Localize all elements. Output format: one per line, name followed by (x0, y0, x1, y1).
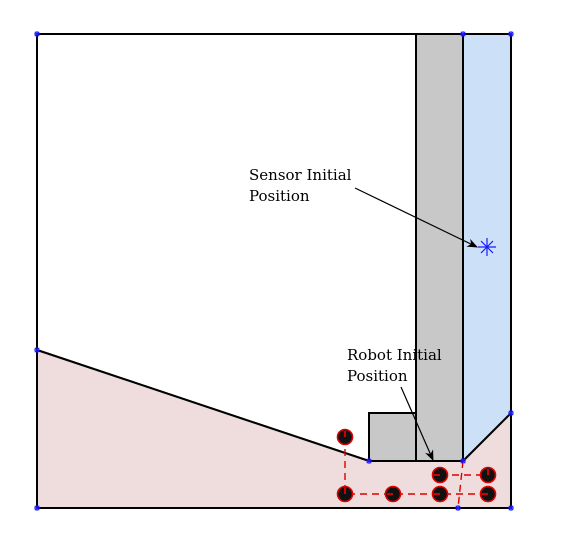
vertex-marker-icon (508, 410, 514, 416)
robot-node (479, 485, 497, 503)
vertex-marker-icon (460, 458, 466, 464)
vertex-marker-icon (34, 505, 40, 511)
robot-node (431, 466, 449, 484)
robot-annotation-arrow (400, 386, 434, 461)
robot-node (479, 466, 497, 484)
robot-annotation-line2: Position (347, 367, 408, 385)
vertex-marker-icon (34, 347, 40, 353)
robot-node (336, 428, 354, 446)
sensor-marker-icon (478, 238, 496, 256)
robot-node (384, 485, 402, 503)
robot-nodes (336, 428, 497, 503)
vertex-marker-icon (455, 505, 461, 511)
robot-node (336, 485, 354, 503)
sensor-annotation-arrow (354, 187, 478, 248)
robot-node (431, 485, 449, 503)
sensor-annotation-line1: Sensor Initial (249, 166, 352, 184)
sensor-annotation-line2: Position (249, 187, 310, 205)
vertex-marker-icon (366, 458, 372, 464)
robot-annotation-line1: Robot Initial (347, 346, 442, 364)
vertex-markers (34, 31, 514, 511)
vertex-marker-icon (460, 31, 466, 37)
vertex-marker-icon (34, 31, 40, 37)
vertex-marker-icon (508, 505, 514, 511)
vertex-marker-icon (508, 31, 514, 37)
